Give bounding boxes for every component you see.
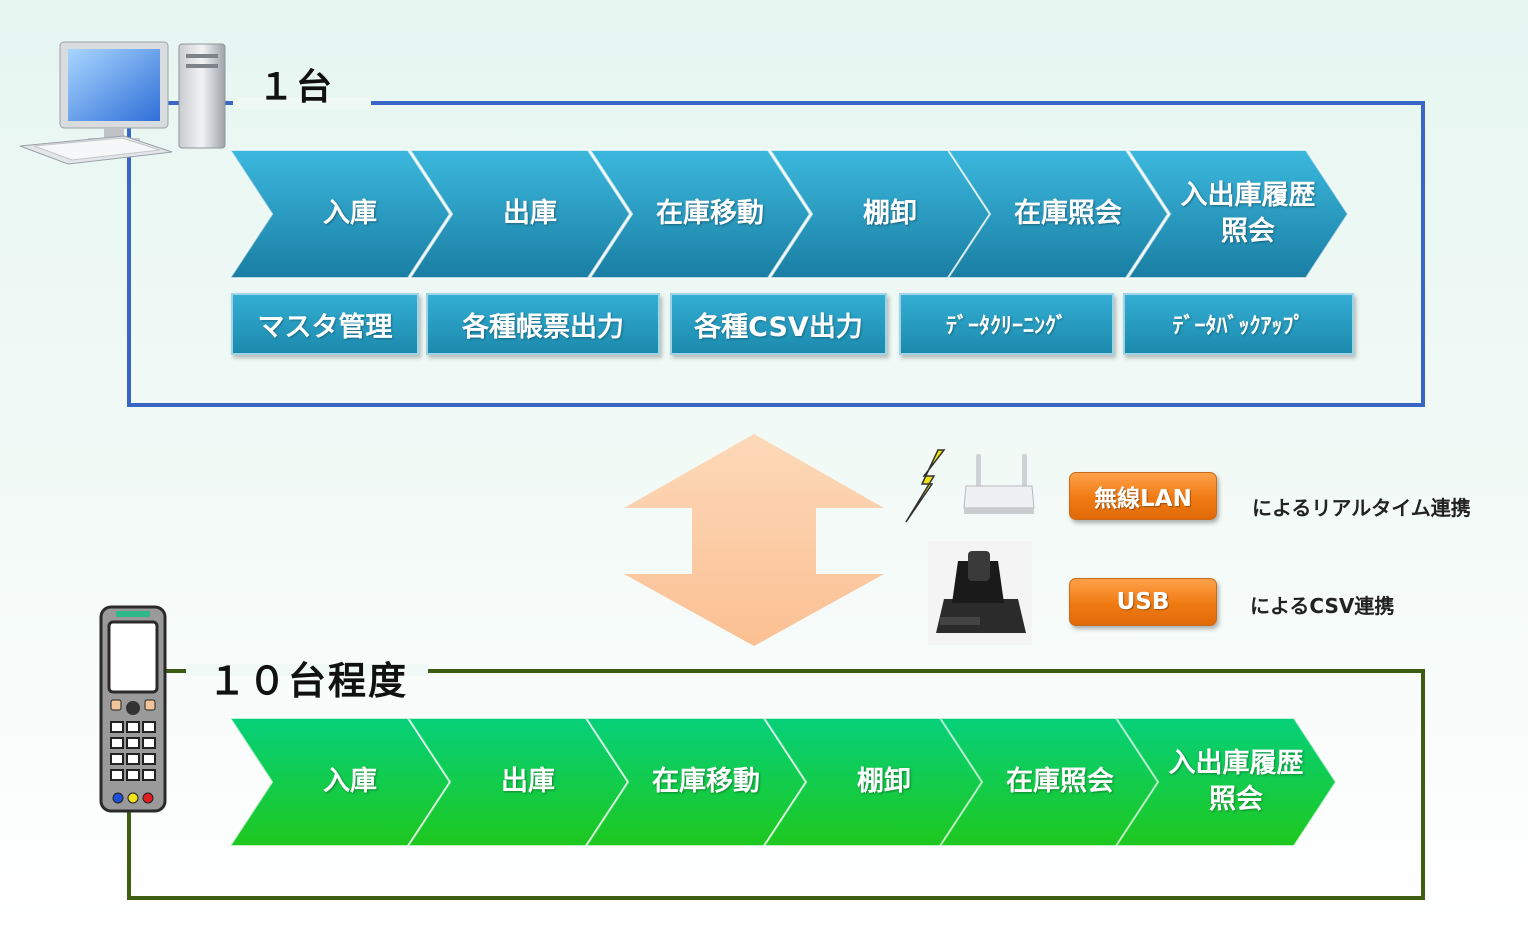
flow-step-label: 入庫 [323,766,377,797]
pc-scope-frame [127,101,1425,407]
usb-description: によるCSV連携 [1250,594,1395,618]
task-report-output: 各種帳票出力 [426,293,660,355]
task-master-management: マスタ管理 [231,293,419,355]
pc-count-label: １台 [258,67,335,108]
cradle-icon [928,541,1032,645]
flow-step-label: 在庫移動 [656,198,764,229]
router-icon [905,449,1035,523]
usb-badge: USB [1069,578,1217,626]
wireless-lan-badge: 無線LAN [1069,472,1217,520]
flow-step-label: 在庫照会 [1014,198,1122,229]
task-data-cleaning: ﾃﾞｰﾀｸﾘｰﾆﾝｸﾞ [899,293,1114,355]
flow-step-label: 在庫照会 [1006,766,1114,797]
flow-step-label: 入出庫履歴 照会 [1180,180,1316,247]
flow-step-label: 入出庫履歴 照会 [1168,748,1304,815]
flow-step-label: 出庫 [501,766,555,797]
flow-step-label: 棚卸 [857,766,911,797]
task-data-backup: ﾃﾞｰﾀﾊﾞｯｸｱｯﾌﾟ [1123,293,1354,355]
sync-arrow [624,434,884,646]
desktop-pc-icon [19,41,226,165]
handheld-terminal-icon [99,605,167,813]
flow-step-label: 在庫移動 [652,766,760,797]
flow-step-label: 出庫 [503,198,557,229]
handheld-count-label: １０台程度 [208,659,409,703]
flow-step-label: 棚卸 [863,198,917,229]
task-csv-output: 各種CSV出力 [670,293,887,355]
wireless-lan-description: によるリアルタイム連携 [1252,496,1471,520]
flow-step-label: 入庫 [323,198,377,229]
